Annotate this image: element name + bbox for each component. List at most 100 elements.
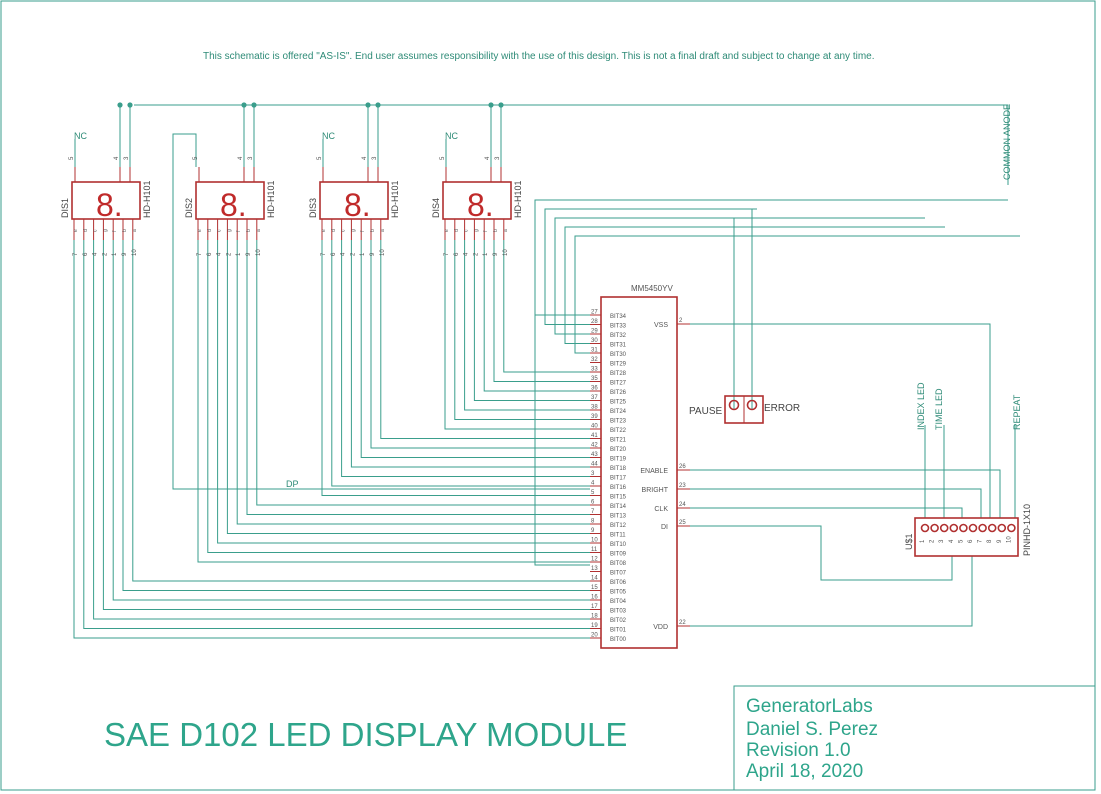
header-pin-number: 6 <box>968 539 974 543</box>
title-block: GeneratorLabs Daniel S. Perez Revision 1… <box>746 696 878 782</box>
segment-label: c <box>464 229 470 232</box>
junction-dot <box>375 102 381 108</box>
ic-pin-name: BIT24 <box>610 409 627 415</box>
segment-label: a <box>256 229 262 232</box>
wire <box>83 240 590 629</box>
ic-pin-number: 35 <box>591 376 598 382</box>
header-pin-icon <box>987 523 997 533</box>
display-value: HD-H101 <box>142 180 152 218</box>
wire <box>226 240 590 534</box>
enable-net <box>690 469 1001 518</box>
ic-pin-name: BIT08 <box>610 561 627 567</box>
header-pin-number: 2 <box>930 539 936 543</box>
ic-pin-name: BIT09 <box>610 552 627 558</box>
segment-label: b <box>122 229 128 232</box>
header-pin-icon <box>920 523 930 533</box>
display-pin-number: 1 <box>236 252 242 256</box>
header-pin-number: 9 <box>997 539 1003 543</box>
ic-pin-name: BIT19 <box>610 457 627 463</box>
display-pin-number: 4 <box>341 252 347 256</box>
header-value: PINHD-1X10 <box>1022 504 1032 556</box>
wire <box>341 240 590 477</box>
di-net <box>690 525 953 581</box>
wire <box>360 240 590 458</box>
title-block-frame <box>733 685 1095 790</box>
display-pin-number: 7 <box>444 252 450 256</box>
display-pin-number: 1 <box>360 252 366 256</box>
wire <box>256 240 590 506</box>
ic-pin-name: BIT02 <box>610 618 627 624</box>
ic-pin-number: 41 <box>591 433 598 439</box>
display-ref: DIS2 <box>184 198 194 218</box>
display-pin-number: 2 <box>350 252 356 256</box>
display-pin-number: 7 <box>73 252 79 256</box>
segment-label: g <box>350 229 356 232</box>
display-pin-number: 3 <box>372 156 378 160</box>
ic-pin-number: 33 <box>591 367 598 373</box>
wire <box>197 240 590 563</box>
ic-pin-number: 32 <box>591 357 598 363</box>
ic-pin-number: 8 <box>591 519 595 525</box>
ic-pin-name: BRIGHT <box>642 487 669 494</box>
display-pin-number: 5 <box>193 156 199 160</box>
junction-dot <box>488 102 494 108</box>
ic-pin-name: BIT16 <box>610 485 627 491</box>
ic-pin-number: 3 <box>591 471 595 477</box>
ic-pin-name: VSS <box>654 322 668 329</box>
ic-pin-name: BIT23 <box>610 419 627 425</box>
ic-pin-number: 40 <box>591 424 598 430</box>
header-pin-number: 7 <box>978 539 984 543</box>
wire <box>93 240 590 620</box>
ic-pin-name: BIT34 <box>610 314 627 320</box>
ic-pin-number: 44 <box>591 462 598 468</box>
ic-pin-number: 6 <box>591 500 595 506</box>
segment-label: a <box>503 229 509 232</box>
junction-dot <box>498 102 504 108</box>
ic-pin-name: BIT01 <box>610 628 627 634</box>
display-pin-number: 6 <box>207 252 213 256</box>
segment-label: c <box>217 229 223 232</box>
wire <box>321 240 590 496</box>
display-body <box>442 181 512 220</box>
ic-pin-number: 15 <box>591 585 598 591</box>
segment-label: a <box>132 229 138 232</box>
ic-pin-number: 30 <box>591 338 598 344</box>
display-pin-number: 5 <box>317 156 323 160</box>
ic-pin-name: BIT15 <box>610 495 627 501</box>
pause-led-label: PAUSE <box>689 406 722 417</box>
segment-label: b <box>493 229 499 232</box>
ic-pin-number: 23 <box>679 483 686 489</box>
revision-text: Revision 1.0 <box>746 740 851 761</box>
display-body <box>319 181 389 220</box>
index-led-net-label: INDEX LED <box>916 382 926 430</box>
ic-pin-number: 11 <box>591 547 598 553</box>
ic-pin-number: 4 <box>591 481 595 487</box>
segment-label: f <box>112 230 118 232</box>
ic-pin-number: 38 <box>591 405 598 411</box>
ic-pin-name: BIT25 <box>610 400 627 406</box>
display-pin-number: 2 <box>102 252 108 256</box>
wire <box>370 240 590 449</box>
display-pin-number: 9 <box>370 252 376 256</box>
common-anode-net-label: COMMON ANODE <box>1002 104 1012 180</box>
segment-label: b <box>246 229 252 232</box>
ic-pin-name: BIT30 <box>610 352 627 358</box>
ic-pin-number: 29 <box>591 329 598 335</box>
display-pin-number: 6 <box>83 252 89 256</box>
header-pin-icon <box>939 523 949 533</box>
header-pin-icon <box>949 523 959 533</box>
junction-dot <box>251 102 257 108</box>
ic-pin-name: BIT06 <box>610 580 627 586</box>
display-pin-number: 4 <box>217 252 223 256</box>
header-pin-number: 10 <box>1006 536 1012 543</box>
segment-label: e <box>197 229 203 232</box>
ic-pin-name: BIT07 <box>610 571 627 577</box>
display-pin-number: 9 <box>246 252 252 256</box>
clk-net <box>690 507 963 518</box>
pause-led-icon <box>728 399 740 411</box>
display-digit-glyph: 8. <box>344 187 371 223</box>
wire <box>112 240 590 601</box>
